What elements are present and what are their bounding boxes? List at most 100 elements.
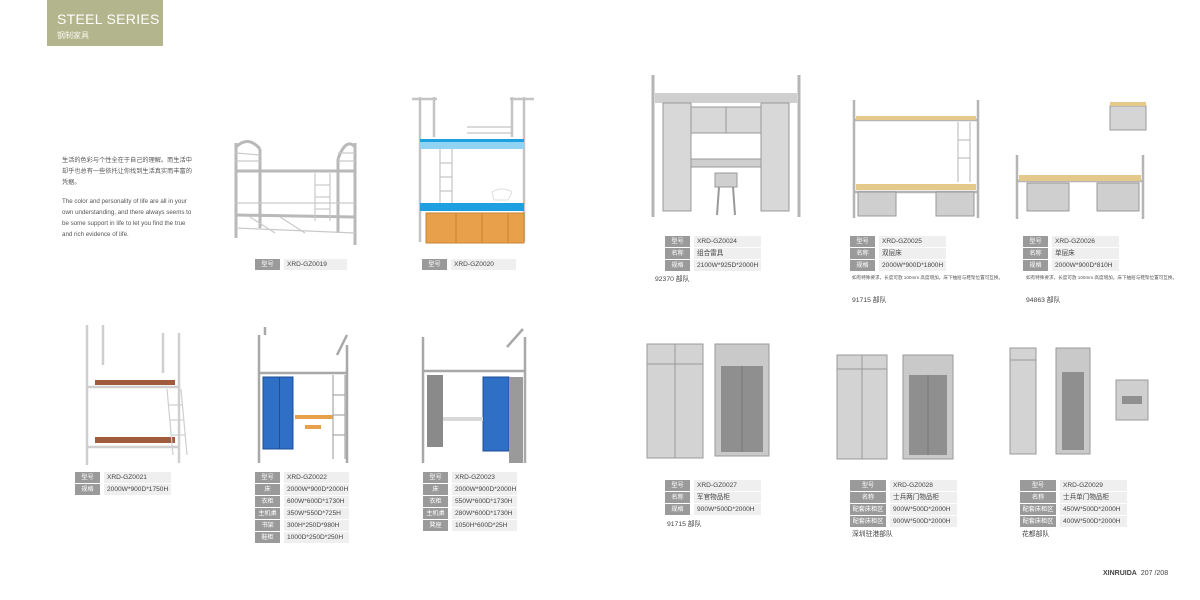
model-label: 型号	[423, 472, 448, 483]
model-label: 型号	[665, 236, 690, 247]
desk-value: 280W*600D*1730H	[452, 508, 517, 519]
unit-note-gz0024: 92370 部队	[655, 276, 690, 283]
small-note-gz0025: 如有特殊要求，长度可放 100mm 高度增加。床下抽屉与鞋架位置可互换。	[852, 275, 1004, 280]
spec-gz0023: 型号 XRD-GZ0023 床 2000W*900D*2000H 衣柜 550W*60…	[423, 472, 517, 532]
name-label: 名称	[1020, 492, 1056, 503]
spec-label: 规格	[665, 504, 690, 515]
name-label: 名称	[665, 248, 690, 259]
model-value: XRD-GZ0019	[284, 259, 347, 270]
combo-furniture-gz0024-image	[651, 75, 801, 217]
chair-value: 1050H*600D*25H	[452, 520, 517, 531]
single-bed-gz0026-image	[1015, 155, 1145, 219]
small-note-gz0026: 如有特殊要求，长度可放 100mm 高度增加。床下抽屉与鞋架位置可互换。	[1026, 275, 1178, 280]
model-value: XRD-GZ0025	[879, 236, 946, 247]
bed-value: 2000W*900D*2000H	[284, 484, 349, 495]
shelf-value: 300H*250D*980H	[284, 520, 349, 531]
spec-value: 2000W*900D*1750H	[104, 484, 171, 495]
shoe-label: 鞋柜	[255, 532, 280, 543]
unit-note-gz0027: 91715 部队	[667, 521, 702, 528]
shoe-value: 1000D*250D*250H	[284, 532, 349, 543]
cabinet-gz0027-image	[646, 343, 770, 459]
model-label: 型号	[255, 259, 280, 270]
spec-value-1: 900W*500D*2000H	[890, 504, 957, 515]
locker-gz0029-image	[1009, 347, 1149, 455]
name-label: 名称	[1023, 248, 1048, 259]
name-label: 名称	[665, 492, 690, 503]
desk-label: 主机桌	[255, 508, 280, 519]
spec-gz0026: 型号 XRD-GZ0026 名称单层床 规格 2000W*900D*810H	[1023, 236, 1119, 272]
shelf-label: 书架	[255, 520, 280, 531]
model-value: XRD-GZ0020	[451, 259, 516, 270]
cabinet-gz0028-image	[836, 354, 954, 460]
model-label: 型号	[1020, 480, 1056, 491]
wardrobe-label: 衣柜	[255, 496, 280, 507]
model-label: 型号	[850, 480, 886, 491]
wardrobe-value: 600W*600D*1730H	[284, 496, 349, 507]
unit-note-gz0028: 深圳驻港部队	[852, 531, 893, 538]
model-label: 型号	[255, 472, 280, 483]
bed-area-label: 配套床柜区	[1020, 516, 1056, 527]
spec-value: 2100W*925D*2000H	[694, 260, 761, 271]
model-label: 型号	[75, 472, 100, 483]
bed-label: 床	[423, 484, 448, 495]
unit-note-gz0026: 94863 部队	[1026, 297, 1061, 304]
intro-cn: 生活的色彩与个性全在于自己的理解。而生活中却乎也总有一些依托让你找到生活真实而丰…	[62, 157, 192, 186]
name-label: 名称	[850, 248, 875, 259]
model-value: XRD-GZ0023	[452, 472, 517, 483]
spec-value: 900W*500D*2000H	[694, 504, 761, 515]
name-value: 士兵单门物品柜	[1060, 492, 1127, 503]
brand-name: XINRUIDA	[1103, 570, 1137, 577]
bed-detail-gz0026-image	[1109, 102, 1147, 131]
desk-label: 主机桌	[423, 508, 448, 519]
spec-gz0021: 型号 XRD-GZ0021 规格 2000W*900D*1750H	[75, 472, 171, 496]
series-title: STEEL SERIES	[57, 11, 160, 27]
model-value: XRD-GZ0029	[1060, 480, 1127, 491]
spec-gz0019: 型号 XRD-GZ0019	[255, 259, 347, 271]
intro-en: The color and personality of life are al…	[62, 198, 192, 238]
spec-gz0020: 型号 XRD-GZ0020	[422, 259, 516, 271]
series-header: STEEL SERIES 钢制家具	[47, 0, 163, 46]
name-value: 单层床	[1052, 248, 1119, 259]
page-numbers: 207 /208	[1140, 570, 1169, 577]
name-value: 双层床	[879, 248, 946, 259]
spec-label: 规格	[75, 484, 100, 495]
bed-value: 2000W*900D*2000H	[452, 484, 517, 495]
unit-note-gz0029: 花都部队	[1022, 531, 1050, 538]
name-label: 名称	[850, 492, 886, 503]
bunk-bed-gz0021-image	[85, 325, 188, 465]
spec-value: 2000W*900D*810H	[1052, 260, 1119, 271]
wardrobe-label: 衣柜	[423, 496, 448, 507]
spec-value-2: 400W*500D*2000H	[1060, 516, 1127, 527]
model-label: 型号	[422, 259, 447, 270]
spec-value-2: 900W*500D*2000H	[890, 516, 957, 527]
model-label: 型号	[1023, 236, 1048, 247]
model-value: XRD-GZ0028	[890, 480, 957, 491]
desk-value: 350W*550D*725H	[284, 508, 349, 519]
model-value: XRD-GZ0026	[1052, 236, 1119, 247]
unit-note-gz0025: 91715 部队	[852, 297, 887, 304]
name-value: 士兵两门物品柜	[890, 492, 957, 503]
intro-text: 生活的色彩与个性全在于自己的理解。而生活中却乎也总有一些依托让你找到生活真实而丰…	[62, 155, 192, 248]
name-value: 组合雷具	[694, 248, 761, 259]
chair-label: 凳座	[423, 520, 448, 531]
model-label: 型号	[850, 236, 875, 247]
double-bed-gz0025-image	[852, 100, 980, 218]
model-value: XRD-GZ0027	[694, 480, 761, 491]
spec-gz0029: 型号 XRD-GZ0029 名称士兵单门物品柜 配套床柜区 450W*500D*20…	[1020, 480, 1127, 528]
loft-bed-gz0022-image	[257, 327, 349, 463]
model-label: 型号	[665, 480, 690, 491]
model-value: XRD-GZ0024	[694, 236, 761, 247]
model-value: XRD-GZ0021	[104, 472, 171, 483]
name-value: 军官物品柜	[694, 492, 761, 503]
spec-value: 2000W*900D*1800H	[879, 260, 946, 271]
bed-area-label: 配套床柜区	[1020, 504, 1056, 515]
wardrobe-value: 550W*600D*1730H	[452, 496, 517, 507]
spec-label: 规格	[1023, 260, 1048, 271]
spec-value-1: 450W*500D*2000H	[1060, 504, 1127, 515]
series-subtitle: 钢制家具	[57, 31, 89, 40]
spec-gz0027: 型号 XRD-GZ0027 名称军官物品柜 规格 900W*500D*2000H	[665, 480, 761, 516]
spec-label: 规格	[665, 260, 690, 271]
bed-area-label: 配套床柜区	[850, 504, 886, 515]
